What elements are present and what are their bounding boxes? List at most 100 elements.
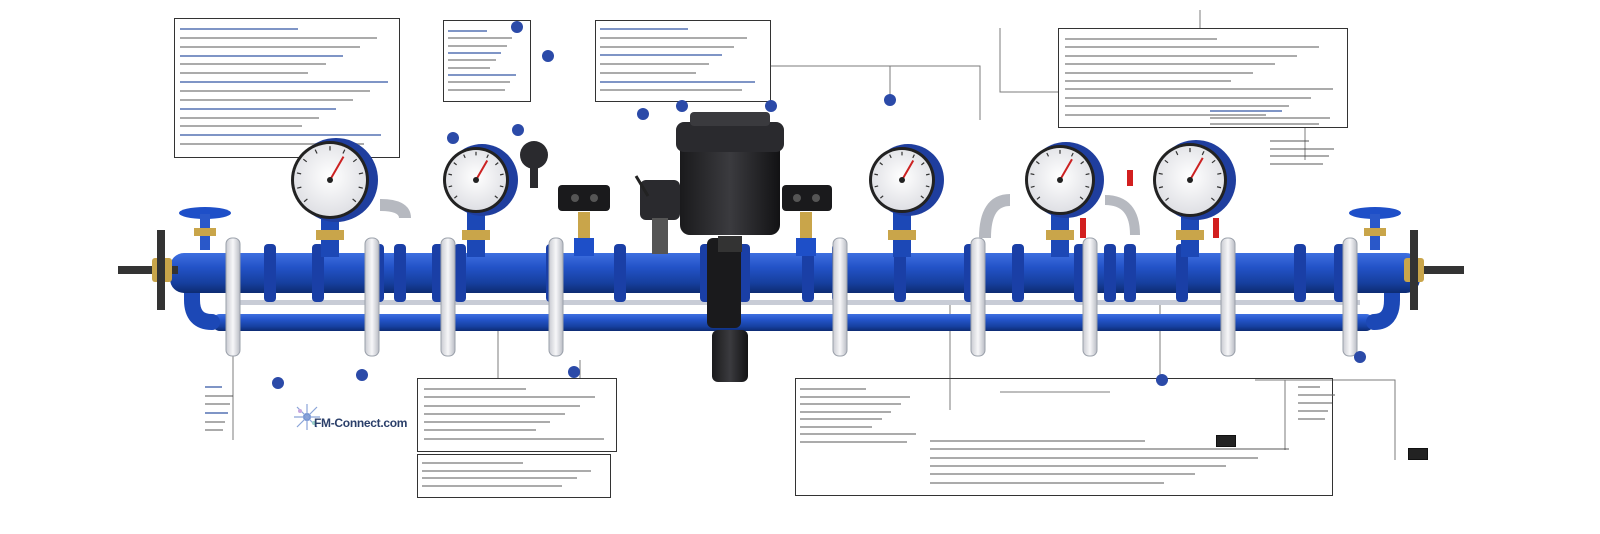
- flange-icon: [264, 244, 276, 302]
- fine-print-line: [800, 388, 866, 390]
- gauge-tick: [1030, 185, 1035, 188]
- gauge-tick: [1201, 151, 1205, 156]
- fine-print-line: [424, 429, 536, 432]
- gauge-tick: [494, 195, 498, 199]
- instrument-bulb: [1354, 351, 1366, 363]
- schematic-leader-lines: [232, 10, 1396, 460]
- pipe-clamp: [1220, 237, 1236, 357]
- gauge-tick: [889, 154, 892, 159]
- red-valve-handle: [1080, 218, 1086, 238]
- fine-print-line: [800, 410, 892, 413]
- gauge-pivot: [899, 177, 905, 183]
- pipe-clamp: [548, 237, 564, 357]
- fine-print-line: [1270, 147, 1335, 150]
- fine-print-line: [448, 81, 511, 84]
- fine-print-line: [930, 440, 1145, 442]
- fine-print-line: [1065, 113, 1267, 116]
- gauge-pivot: [327, 177, 333, 183]
- gauge-tick: [499, 173, 504, 176]
- fine-print-line: [600, 36, 748, 39]
- tag-badge-2: [1408, 448, 1428, 460]
- gauge-tick: [1211, 159, 1216, 164]
- gauge-tick: [1036, 196, 1041, 200]
- flange-icon: [802, 244, 814, 302]
- instrument-bulb: [568, 366, 580, 378]
- fine-print-line: [180, 116, 320, 119]
- pipe-clamp: [1082, 237, 1098, 357]
- gauge-tick: [1217, 172, 1222, 175]
- gauge-tick: [486, 154, 489, 159]
- fine-print-line: [180, 54, 343, 57]
- gauge-needle: [475, 160, 489, 181]
- gauge-tick: [1158, 186, 1164, 189]
- fine-print-line: [600, 80, 756, 83]
- fine-print-line: [800, 418, 882, 420]
- brass-fitting: [462, 230, 490, 240]
- gauge-tick: [1158, 172, 1163, 175]
- central-filter-housing: [676, 112, 784, 382]
- fine-print-line: [1210, 110, 1282, 112]
- gauge-tick: [925, 173, 930, 176]
- strainer-icon: [680, 130, 780, 235]
- elbow-right: [979, 194, 1011, 239]
- gauge-tick: [302, 158, 308, 163]
- gauge-tick: [448, 185, 453, 188]
- fine-print-line: [424, 396, 596, 399]
- gauge-tick: [314, 149, 318, 154]
- fine-print-line: [800, 403, 901, 405]
- gauge-tick: [880, 195, 884, 199]
- gauge-tick: [358, 172, 364, 175]
- gauge-tick: [495, 162, 499, 166]
- fine-print-line: [448, 88, 505, 91]
- brass-fitting: [1176, 230, 1204, 240]
- fine-print-line: [1065, 80, 1231, 82]
- fine-print-line: [930, 456, 1258, 459]
- instrument-bulb: [511, 21, 523, 33]
- gauge-needle: [1189, 157, 1204, 181]
- gauge-tick: [1046, 152, 1050, 157]
- fine-print-line: [424, 412, 566, 415]
- elbow-right-2: [1104, 195, 1140, 236]
- fine-print-line: [205, 386, 222, 388]
- fine-print-line: [422, 484, 562, 487]
- logo-mark-icon: [294, 404, 320, 430]
- gauge-tick: [463, 154, 466, 159]
- gauge-needle: [901, 160, 915, 181]
- fine-print-line: [930, 473, 1196, 476]
- control-valve-cluster: [634, 175, 680, 254]
- instrument-bulb: [542, 50, 554, 62]
- flange-icon: [394, 244, 406, 302]
- fine-print-line: [180, 107, 337, 110]
- fine-print-line: [448, 74, 516, 76]
- end-valve-right: [1349, 207, 1464, 310]
- fine-print-line: [1065, 71, 1253, 74]
- fine-print-line: [1298, 410, 1329, 412]
- gauge-tick: [453, 162, 457, 166]
- fine-print-line: [600, 71, 696, 74]
- pipe-clamp: [225, 237, 241, 357]
- fine-print-line: [448, 52, 502, 54]
- fine-print-line: [205, 420, 226, 423]
- pipe-clamp: [1342, 237, 1358, 357]
- fine-print-line: [800, 440, 907, 443]
- notes-sheet-bottom-left: [417, 454, 611, 498]
- instrument-bulb: [884, 94, 896, 106]
- flange-icon: [1176, 244, 1188, 302]
- tag-badge-1: [1216, 435, 1236, 447]
- flange-icon: [1294, 244, 1306, 302]
- fine-print-line: [600, 28, 688, 30]
- gauge-tick: [352, 198, 357, 203]
- lower-return-pipe: [212, 314, 1374, 331]
- fine-print-line: [1298, 394, 1335, 396]
- handwheel-valve-icon: [179, 207, 231, 219]
- gauge-needle: [1059, 158, 1073, 181]
- gauge-tick: [879, 162, 883, 166]
- actuator-icon: [558, 185, 610, 211]
- gauge-tick: [448, 173, 453, 176]
- fine-print-line: [1270, 155, 1329, 157]
- fine-print-line: [205, 394, 233, 397]
- gauge-tick: [874, 173, 879, 176]
- brass-fitting: [1046, 230, 1074, 240]
- fine-print-line: [180, 72, 309, 75]
- fine-print-line: [448, 44, 507, 47]
